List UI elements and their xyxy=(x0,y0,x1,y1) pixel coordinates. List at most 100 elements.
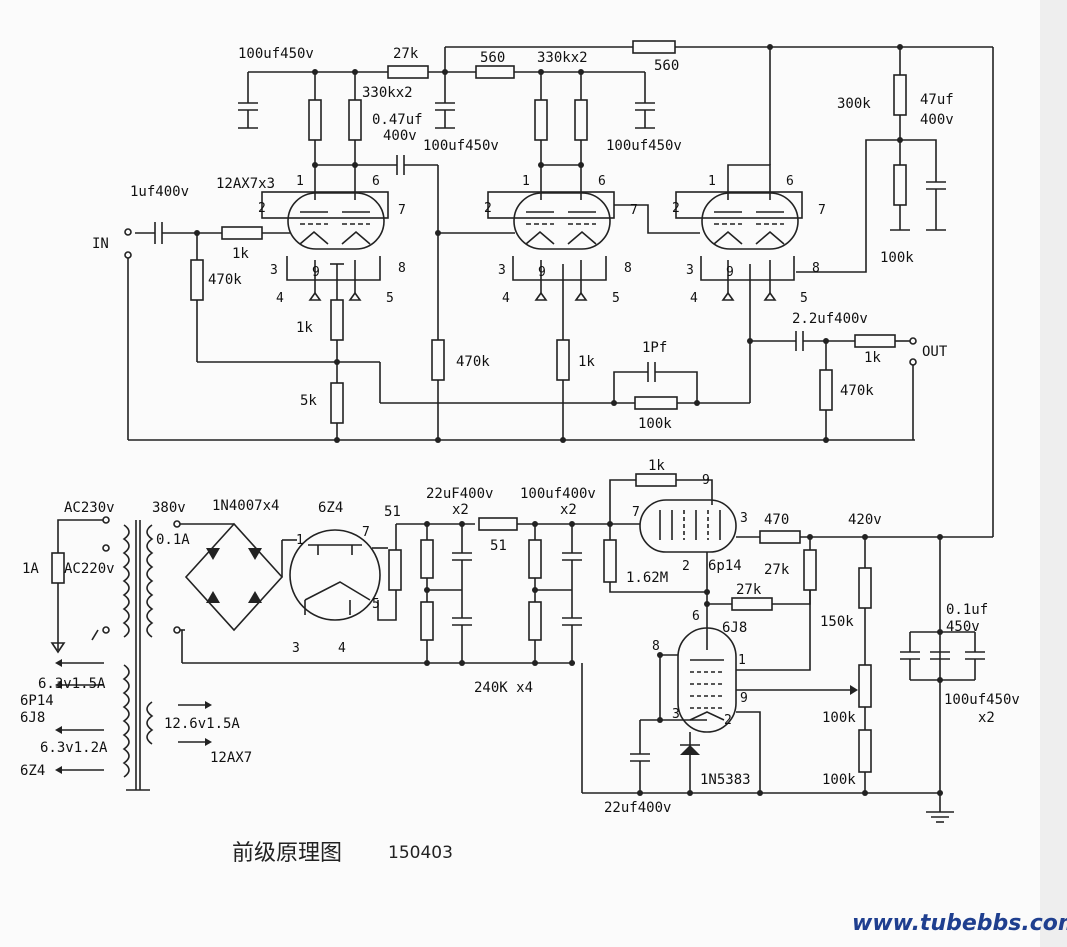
tube-12ax7-1 xyxy=(287,192,385,250)
label-cap-1uf: 1uf400v xyxy=(130,184,189,200)
label-res-162m: 1.62M xyxy=(626,570,668,586)
fuse-1a xyxy=(51,552,65,584)
label-tube-12ax7: 12AX7x3 xyxy=(216,176,275,192)
svg-text:2: 2 xyxy=(484,201,492,216)
label-res-470-reg: 470 xyxy=(764,512,789,528)
label-heater3-tube: 6Z4 xyxy=(20,763,45,779)
junction-dots xyxy=(194,44,943,796)
label-heater3: 6.3v1.2A xyxy=(40,740,108,756)
label-res-5k: 5k xyxy=(300,393,317,409)
label-cap-100uf450v-a: 100uf450v xyxy=(238,46,314,62)
label-res-1k-k2: 1k xyxy=(578,354,595,370)
label-res-150k: 150k xyxy=(820,614,854,630)
svg-text:7: 7 xyxy=(362,525,370,540)
stage2 xyxy=(487,72,751,440)
svg-text:8: 8 xyxy=(624,261,632,276)
label-tube-6z4: 6Z4 xyxy=(318,500,343,516)
label-res-27k-reg-a: 27k xyxy=(764,562,790,578)
svg-text:9: 9 xyxy=(740,691,748,706)
svg-text:3: 3 xyxy=(686,263,694,278)
resistor-560-top xyxy=(632,40,676,54)
svg-text:2: 2 xyxy=(724,713,732,728)
label-01a: 0.1A xyxy=(156,532,190,548)
label-res-560-b: 560 xyxy=(654,58,679,74)
label-ac230: AC230v xyxy=(64,500,115,516)
label-out: OUT xyxy=(922,344,948,360)
label-res-470k-mid: 470k xyxy=(456,354,490,370)
component-labels: 100uf450v 27k 330kx2 0.47uf 400v 560 330… xyxy=(20,46,1020,816)
svg-text:9: 9 xyxy=(538,265,546,280)
label-heater1: 6.3v1.5A xyxy=(38,676,106,692)
svg-text:5: 5 xyxy=(800,291,808,306)
watermark: www.tubebbs.com xyxy=(852,911,1067,936)
svg-text:7: 7 xyxy=(630,203,638,218)
svg-text:6: 6 xyxy=(692,609,700,624)
label-heater1-tube-a: 6P14 xyxy=(20,693,54,709)
label-cap-100uf400v: 100uf400v xyxy=(520,486,596,502)
svg-text:1: 1 xyxy=(738,653,746,668)
label-cap-100uf450v-b: 100uf450v xyxy=(423,138,499,154)
label-bridge: 1N4007x4 xyxy=(212,498,279,514)
label-x2-b: x2 xyxy=(560,502,577,518)
label-ac220: AC220v xyxy=(64,561,115,577)
label-heater1-tube-b: 6J8 xyxy=(20,710,45,726)
svg-text:1: 1 xyxy=(296,174,304,189)
label-cap-01uf: 0.1uf xyxy=(946,602,988,618)
label-cap-047uf-v: 400v xyxy=(383,128,417,144)
label-cap-47uf: 47uf xyxy=(920,92,954,108)
svg-text:6: 6 xyxy=(372,174,380,189)
svg-text:9: 9 xyxy=(702,473,710,488)
svg-text:6: 6 xyxy=(786,174,794,189)
label-res-27k-reg-b: 27k xyxy=(736,582,762,598)
label-fuse: 1A xyxy=(22,561,39,577)
label-x2-c: x2 xyxy=(978,710,995,726)
tube-12ax7-3 xyxy=(701,192,799,250)
heater-pin-arrows xyxy=(308,291,777,301)
label-x2-a: x2 xyxy=(452,502,469,518)
label-cap-100uf450v-x2: 100uf450v xyxy=(944,692,1020,708)
label-res-300k: 300k xyxy=(837,96,871,112)
label-heater2: 12.6v1.5A xyxy=(164,716,240,732)
resistor-560-rail xyxy=(475,65,515,79)
label-cap-47uf-v: 400v xyxy=(920,112,954,128)
label-420v: 420v xyxy=(848,512,882,528)
label-res-1k-in: 1k xyxy=(232,246,249,262)
label-res-1k-k1: 1k xyxy=(296,320,313,336)
label-res-27k-rail: 27k xyxy=(393,46,419,62)
svg-text:8: 8 xyxy=(652,639,660,654)
svg-text:6: 6 xyxy=(598,174,606,189)
label-res-100k-right: 100k xyxy=(880,250,914,266)
svg-text:8: 8 xyxy=(398,261,406,276)
label-res-240k: 240K x4 xyxy=(474,680,533,696)
tube-6z4 xyxy=(289,529,381,621)
label-res-470k-in: 470k xyxy=(208,272,242,288)
label-cap-047uf: 0.47uf xyxy=(372,112,423,128)
stage1 xyxy=(124,72,915,441)
svg-text:1: 1 xyxy=(708,174,716,189)
label-res-100k-bot: 100k xyxy=(822,772,856,788)
label-zener: 1N5383 xyxy=(700,772,751,788)
label-res-1k-reg: 1k xyxy=(648,458,665,474)
tube-6p14 xyxy=(639,499,737,553)
label-res-560-a: 560 xyxy=(480,50,505,66)
stage3 xyxy=(675,47,946,440)
label-cap-22uf400v: 22uF400v xyxy=(426,486,493,502)
label-res-330kx2-b: 330kx2 xyxy=(537,50,588,66)
label-cap-100uf450v-c: 100uf450v xyxy=(606,138,682,154)
diagram-title: 前级原理图 xyxy=(232,841,342,866)
svg-text:7: 7 xyxy=(818,203,826,218)
svg-text:1: 1 xyxy=(522,174,530,189)
top-rail-wires xyxy=(238,40,994,537)
label-cap-1pf: 1Pf xyxy=(642,340,667,356)
svg-text:4: 4 xyxy=(690,291,698,306)
svg-text:9: 9 xyxy=(312,265,320,280)
svg-text:2: 2 xyxy=(682,559,690,574)
svg-text:3: 3 xyxy=(498,263,506,278)
label-cap-22uf-bot: 22uf400v xyxy=(604,800,671,816)
label-cap-01uf-v: 450v xyxy=(946,619,980,635)
label-res-51-b: 51 xyxy=(490,538,507,554)
diagram-code: 150403 xyxy=(388,843,453,863)
label-res-1k-out: 1k xyxy=(864,350,881,366)
svg-text:4: 4 xyxy=(276,291,284,306)
